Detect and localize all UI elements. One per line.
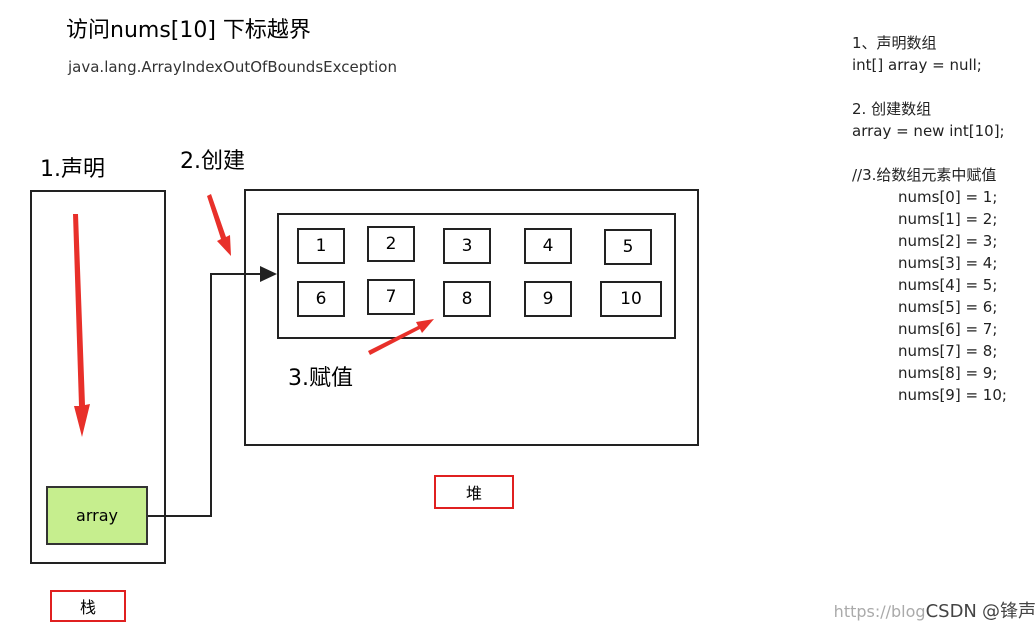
watermark-author: @锋声 bbox=[982, 601, 1036, 622]
stack-frame bbox=[30, 190, 166, 564]
code-assignment-line: nums[5] = 6; bbox=[898, 298, 998, 316]
array-cell: 3 bbox=[443, 228, 491, 264]
array-variable: array bbox=[46, 486, 148, 545]
array-cell: 5 bbox=[604, 229, 652, 265]
stack-label: 栈 bbox=[50, 590, 126, 622]
array-cell: 2 bbox=[367, 226, 415, 262]
step-declare-heading: 1.声明 bbox=[40, 157, 105, 182]
exception-name: java.lang.ArrayIndexOutOfBoundsException bbox=[68, 58, 397, 76]
code-step1-line: int[] array = null; bbox=[852, 56, 982, 74]
create-arrow bbox=[207, 194, 231, 256]
array-cell: 7 bbox=[367, 279, 415, 315]
heap-label: 堆 bbox=[434, 475, 514, 509]
watermark-url: https://blog bbox=[833, 602, 926, 621]
code-assignment-line: nums[8] = 9; bbox=[898, 364, 998, 382]
code-step1-title: 1、声明数组 bbox=[852, 34, 937, 52]
code-panel: 1、声明数组 int[] array = null; 2. 创建数组 array… bbox=[852, 32, 1007, 406]
code-assignment-line: nums[9] = 10; bbox=[898, 386, 1007, 404]
assign-arrow bbox=[368, 319, 434, 355]
code-step2-line: array = new int[10]; bbox=[852, 122, 1005, 140]
code-assignment-line: nums[0] = 1; bbox=[898, 188, 998, 206]
code-assignment-line: nums[4] = 5; bbox=[898, 276, 998, 294]
diagram-title: 访问nums[10] 下标越界 bbox=[66, 18, 311, 43]
declare-arrow bbox=[73, 214, 90, 437]
array-cell: 9 bbox=[524, 281, 572, 317]
code-assignment-line: nums[6] = 7; bbox=[898, 320, 998, 338]
step-assign-heading: 3.赋值 bbox=[288, 366, 353, 391]
array-cell: 8 bbox=[443, 281, 491, 317]
reference-arrowhead bbox=[260, 266, 277, 282]
array-cell: 1 bbox=[297, 228, 345, 264]
reference-connector bbox=[148, 273, 264, 517]
code-assignment-line: nums[2] = 3; bbox=[898, 232, 998, 250]
code-assignment-line: nums[3] = 4; bbox=[898, 254, 998, 272]
array-cell: 10 bbox=[600, 281, 662, 317]
heap-area bbox=[244, 189, 699, 446]
array-object bbox=[277, 213, 676, 339]
code-assignment-line: nums[7] = 8; bbox=[898, 342, 998, 360]
array-cell: 4 bbox=[524, 228, 572, 264]
watermark: https://blogCSDN @锋声 bbox=[834, 597, 1036, 623]
array-cell: 6 bbox=[297, 281, 345, 317]
code-assignment-line: nums[1] = 2; bbox=[898, 210, 998, 228]
step-create-heading: 2.创建 bbox=[180, 149, 245, 174]
watermark-brand: CSDN bbox=[925, 601, 977, 622]
code-step3-title: //3.给数组元素中赋值 bbox=[852, 166, 997, 184]
code-step2-title: 2. 创建数组 bbox=[852, 100, 932, 118]
